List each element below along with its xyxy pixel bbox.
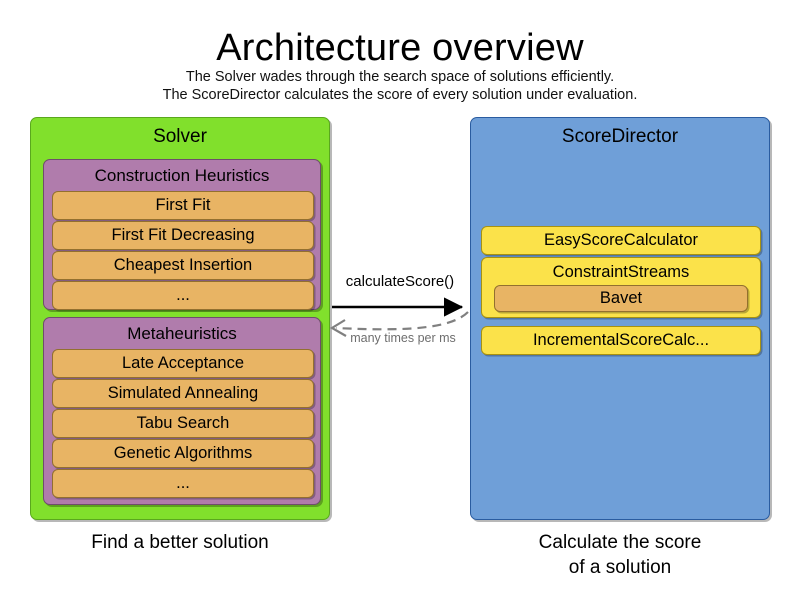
item-late-acceptance: Late Acceptance <box>52 349 314 378</box>
group-metaheuristics-title: Metaheuristics <box>127 324 237 343</box>
item-metaheuristics-more: ... <box>52 469 314 498</box>
item-bavet: Bavet <box>494 285 748 312</box>
subtitle-line-2: The ScoreDirector calculates the score o… <box>162 87 638 103</box>
item-incremental-score-calculator: IncrementalScoreCalc... <box>481 326 761 355</box>
label-calculate-score: calculateScore() <box>345 273 455 290</box>
item-constraint-streams: ConstraintStreams Bavet <box>481 257 761 318</box>
item-first-fit-decreasing: First Fit Decreasing <box>52 221 314 250</box>
item-simulated-annealing: Simulated Annealing <box>52 379 314 408</box>
caption-scoredirector: Calculate the score of a solution <box>470 530 770 580</box>
scoredirector-panel-title: ScoreDirector <box>561 126 679 147</box>
group-metaheuristics: Metaheuristics Late Acceptance Simulated… <box>43 317 321 505</box>
item-construction-heuristics-more: ... <box>52 281 314 310</box>
label-many-times-per-ms: many times per ms <box>350 331 456 345</box>
page-title: Architecture overview <box>216 27 584 69</box>
subtitle-line-1: The Solver wades through the search spac… <box>185 69 615 85</box>
item-first-fit: First Fit <box>52 191 314 220</box>
caption-solver: Find a better solution <box>91 532 269 553</box>
solver-panel: Solver Construction Heuristics First Fit… <box>30 117 330 520</box>
group-construction-heuristics-title: Construction Heuristics <box>94 166 270 185</box>
solver-panel-title: Solver <box>153 126 207 147</box>
caption-scoredirector-line-1: Calculate the score <box>538 532 702 553</box>
arrow-many-times-per-ms <box>335 311 469 331</box>
item-easy-score-calculator: EasyScoreCalculator <box>481 226 761 255</box>
scoredirector-panel: ScoreDirector EasyScoreCalculator Constr… <box>470 117 770 520</box>
item-cheapest-insertion: Cheapest Insertion <box>52 251 314 280</box>
item-constraint-streams-label: ConstraintStreams <box>552 263 690 281</box>
group-construction-heuristics: Construction Heuristics First Fit First … <box>43 159 321 310</box>
caption-scoredirector-line-2: of a solution <box>568 557 672 578</box>
item-tabu-search: Tabu Search <box>52 409 314 438</box>
item-genetic-algorithms: Genetic Algorithms <box>52 439 314 468</box>
